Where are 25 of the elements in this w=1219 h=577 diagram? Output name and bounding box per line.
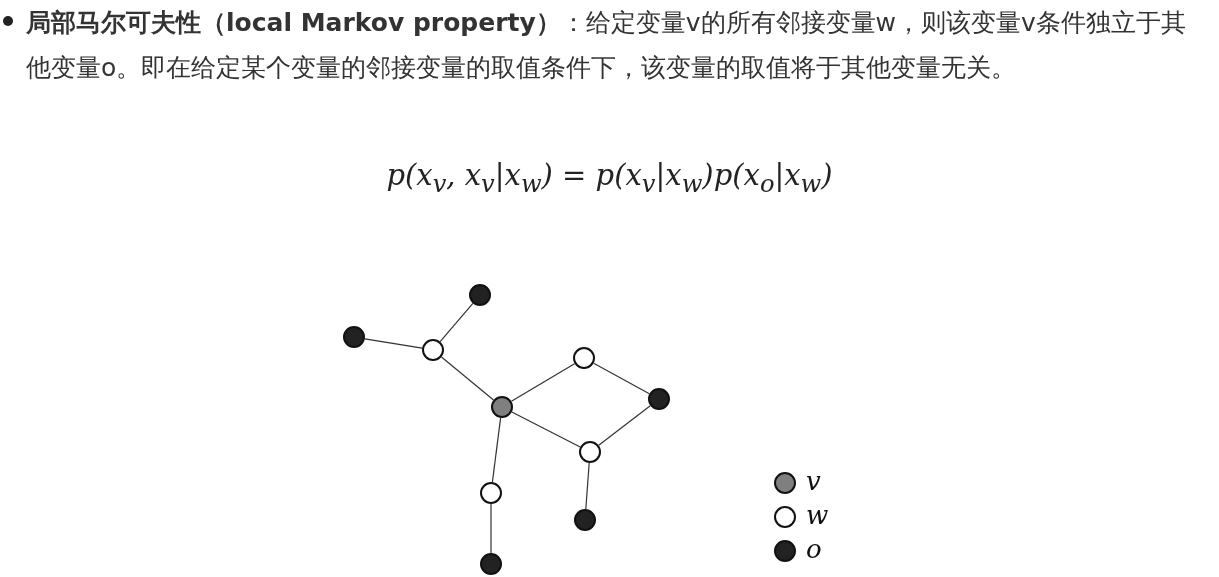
graph-node-circle <box>573 347 595 369</box>
graph-node-circle <box>491 396 513 418</box>
definition-paragraph: 局部马尔可夫性（local Markov property）：给定变量v的所有邻接变量w，则该变量v条件独立于其他变量o。即在给定某个变量的邻接变量的取值条件下，该变量的取值将于其他变量无关。 <box>26 7 1186 84</box>
connector-line <box>598 405 651 446</box>
connector-line <box>593 362 650 395</box>
graph-node-circle <box>480 553 502 575</box>
connector-line <box>491 417 502 483</box>
legend-label: w <box>806 500 829 530</box>
connector-line <box>511 411 581 448</box>
graph-node-circle <box>480 482 502 504</box>
connector-line <box>439 302 474 343</box>
connector-line <box>510 363 576 402</box>
graph-node-circle <box>574 509 596 531</box>
graph-node-circle <box>648 388 670 410</box>
graph-node-circle <box>579 441 601 463</box>
legend-label: o <box>806 534 822 564</box>
connector-line <box>490 503 492 554</box>
graph-node-circle <box>469 284 491 306</box>
graph-node-circle <box>422 339 444 361</box>
connector-line <box>585 462 590 510</box>
legend-label: v <box>806 466 821 496</box>
connector-line <box>440 356 495 401</box>
connector-line <box>364 338 423 349</box>
formula: p(x$_{v}$, x$_{v}$|x$_{w}$) = p(x$_{v}$|x$_{w}$)p(x$_{o}$|x$_{w}$) <box>386 158 833 192</box>
graph-node-circle <box>343 326 365 348</box>
